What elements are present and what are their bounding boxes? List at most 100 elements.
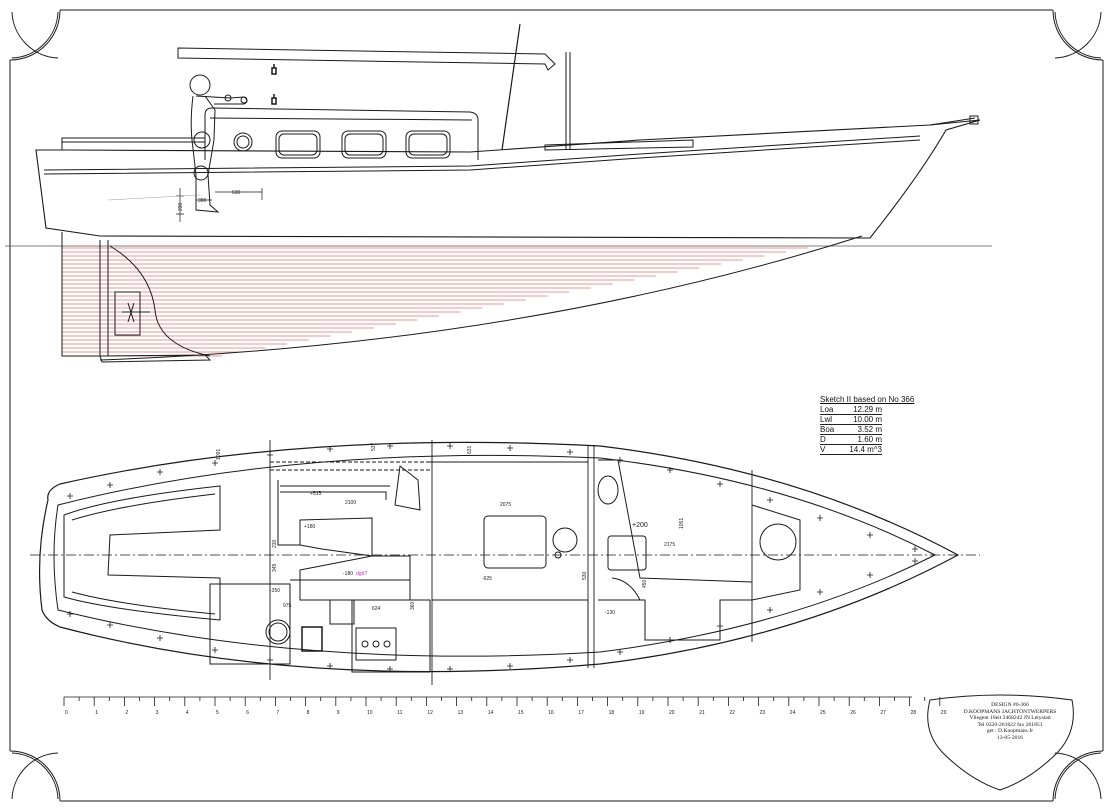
forward-cabin (598, 459, 753, 583)
scale-label: 20 (669, 710, 675, 716)
scale-label: 7 (276, 710, 279, 716)
plan-dim: 975 (283, 603, 292, 609)
spec-row: Loa 12.29 m (820, 405, 882, 415)
spec-table-title: Sketch II based on No 366 (820, 395, 915, 404)
spec-key: V (820, 445, 826, 454)
scale-label: 16 (548, 710, 554, 716)
plan-dim-note: dgtt? (356, 571, 367, 577)
plan-dim: 230 (272, 539, 278, 548)
plan-dim: 631 (467, 445, 473, 454)
hull-outline (35, 119, 981, 239)
title-block-line: get : D.Koopmans Jr (986, 728, 1034, 735)
spec-row: Lwl 10.00 m (820, 415, 882, 425)
cockpit-outline (63, 485, 221, 621)
title-block: DESIGN #0-366 D.KOOPMANS JACHTONTWERPERS… (955, 702, 1065, 742)
galley-sink (265, 619, 291, 645)
gallows (565, 52, 571, 150)
plan-dimensions: +515 2100 2075 +180 230 345 -180 dgtt? -… (216, 442, 685, 616)
profile-view (5, 23, 992, 363)
scale-label: 23 (760, 710, 766, 716)
scale-label: 6 (246, 710, 249, 716)
sheer-line (43, 135, 921, 171)
scale-label: 2 (125, 710, 128, 716)
plan-dim: -625 (482, 576, 492, 582)
scale-label: 10 (367, 710, 373, 716)
profile-dim-630: 630 (232, 190, 241, 196)
plan-dim: 2075 (500, 502, 511, 508)
spec-key: Boa (820, 425, 835, 434)
scale-label: 27 (880, 710, 886, 716)
plan-dim: 1091 (216, 449, 222, 460)
forepeak-locker (751, 504, 801, 601)
plan-dim: 345 (272, 563, 278, 572)
plan-dim: 450 (642, 579, 648, 588)
plan-view (30, 440, 980, 685)
scale-label: 11 (397, 710, 402, 716)
spec-value: 10.00 m (853, 415, 882, 424)
cabin-window (341, 130, 387, 159)
stove (355, 627, 397, 661)
plan-dim: +180 (304, 524, 315, 530)
profile-dim-300: 300 (198, 198, 207, 204)
spec-value: 3.52 m (857, 425, 882, 434)
plan-dim: 2100 (345, 500, 356, 506)
title-block-line: Tel 0320-261822 fax 261851 (977, 721, 1043, 728)
scale-label: 17 (578, 710, 584, 716)
plan-dim: +515 (310, 491, 321, 497)
plan-dim: 530 (582, 571, 588, 580)
plan-dim: 624 (372, 606, 381, 612)
scale-label: 29 (941, 710, 947, 716)
spec-row: Boa 3.52 m (820, 425, 882, 435)
sheet-border (9, 9, 1104, 802)
underwater-hatching (62, 247, 808, 357)
galley (209, 583, 291, 665)
plan-dim: 360 (410, 601, 416, 610)
scale-label: 25 (820, 710, 826, 716)
spec-value: 12.29 m (853, 405, 882, 414)
scale-label: 1 (95, 710, 98, 716)
scale-label: 26 (850, 710, 856, 716)
scale-label: 24 (790, 710, 796, 716)
scale-label: 9 (337, 710, 340, 716)
title-block-shield (927, 694, 1074, 791)
deck-outline (38, 441, 960, 673)
scale-label: 12 (427, 710, 433, 716)
saloon-table (483, 515, 547, 569)
scale-label: 28 (911, 710, 917, 716)
title-block-line: Vliegent 18eit 2468242 JN Lelystad (969, 715, 1051, 722)
spec-table: Sketch II based on No 366 Loa 12.29 m Lw… (820, 395, 914, 455)
porthole (233, 132, 253, 152)
scale-label: 19 (639, 710, 645, 716)
plan-dim: -180 (343, 571, 353, 577)
plan-dim: -350 (270, 588, 280, 594)
plan-dim: -130 (605, 610, 615, 616)
boom (177, 47, 556, 71)
spec-row: D 1.60 m (820, 435, 882, 445)
scale-label: 4 (186, 710, 189, 716)
spec-key: D (820, 435, 826, 444)
scale-label: 15 (518, 710, 524, 716)
scale-label: 18 (609, 710, 615, 716)
scale-label: 5 (216, 710, 219, 716)
scale-label: 3 (156, 710, 159, 716)
scale-label: 21 (699, 710, 705, 716)
helmsman-figure (189, 74, 248, 213)
scale-label: 14 (488, 710, 494, 716)
keel-outline (61, 232, 863, 363)
scale-label: 8 (307, 710, 310, 716)
cabin-window (275, 130, 321, 159)
scale-label: 0 (65, 710, 68, 716)
profile-dim-230: 230 (178, 202, 184, 211)
title-block-line: DESIGN #0-366 (991, 702, 1029, 708)
plan-dim: 537 (371, 442, 377, 451)
rudder-skeg (109, 245, 211, 357)
scale-bar (63, 696, 941, 706)
plan-dim: 2175 (664, 542, 675, 548)
cabin-trunk (204, 107, 479, 160)
scale-label: 13 (458, 710, 464, 716)
propeller (114, 291, 150, 336)
spec-row: V 14.4 m^3 (820, 445, 882, 455)
spec-value: 1.60 m (857, 435, 882, 444)
